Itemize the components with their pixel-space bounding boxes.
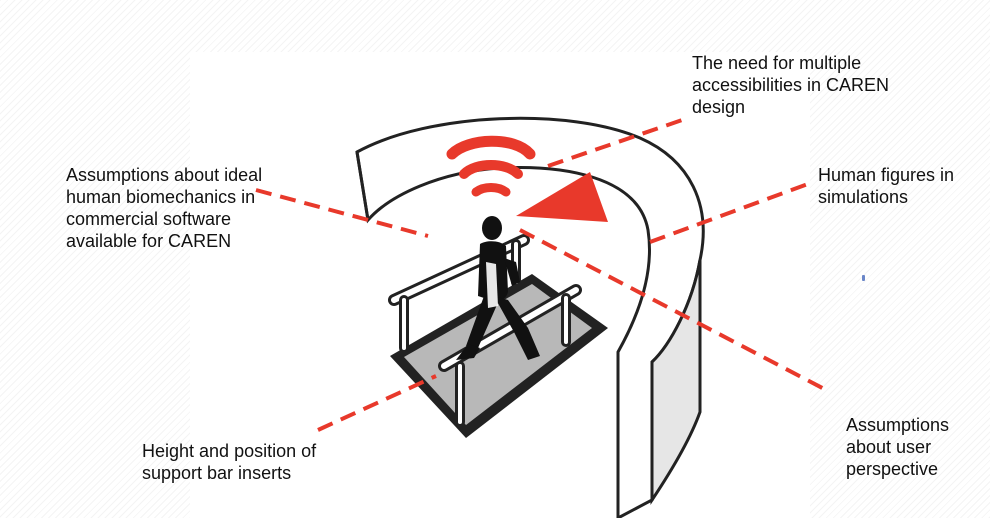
stray-marker: [862, 275, 865, 281]
leader-biomechanics: [255, 188, 429, 238]
leader-human-figures: [649, 182, 809, 244]
annotation-lines: [255, 116, 831, 432]
label-support-bars: Height and position of support bar inser…: [142, 441, 317, 483]
leader-user-perspective: [519, 228, 831, 394]
label-human-figures: Human figures in simulations: [818, 165, 955, 207]
label-user-perspective: Assumptions about user perspective: [846, 415, 950, 479]
screen-edge-left: [355, 151, 370, 221]
view-cone-icon: [516, 172, 608, 222]
label-biomechanics-assumptions: Assumptions about ideal human biomechani…: [66, 165, 263, 251]
treadmill: [390, 274, 608, 438]
label-accessibility-need: The need for multiple accessibilities in…: [692, 53, 890, 117]
leader-support-bars: [317, 374, 437, 432]
walking-person-icon: [456, 216, 540, 360]
treadmill-belt: [404, 284, 592, 425]
wifi-signal-icon: [446, 135, 536, 197]
